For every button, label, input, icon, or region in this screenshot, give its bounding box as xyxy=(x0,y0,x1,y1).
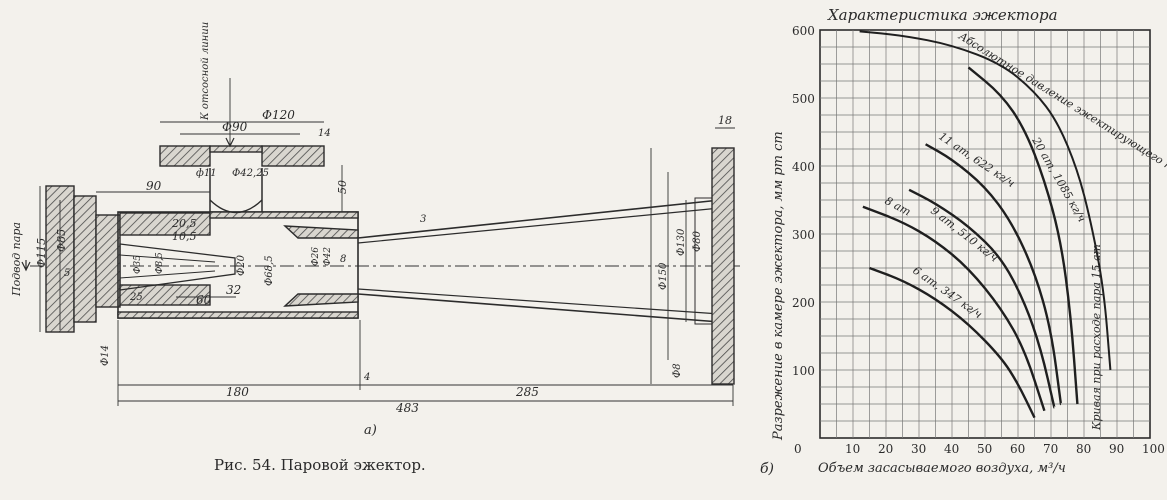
diffuser-inner xyxy=(357,207,721,315)
dim-d120: Ф120 xyxy=(262,108,295,122)
top-flange-left xyxy=(159,145,211,167)
y-tick-label: 600 xyxy=(792,24,815,38)
dim-l483: 483 xyxy=(395,401,419,415)
steam-flange-neck xyxy=(73,195,97,323)
x-tick-label: 50 xyxy=(977,442,992,456)
nozzle-body xyxy=(95,214,121,308)
x-tick-label: 30 xyxy=(911,442,926,456)
dim-d115: Ф115 xyxy=(35,238,48,268)
diffuser-outer xyxy=(357,199,721,323)
nozzle-wall-bottom xyxy=(119,284,211,306)
chart-annotations: Абсолютное давление эжектирующего пара 2… xyxy=(883,29,1167,431)
steam-nozzle xyxy=(119,243,236,291)
x-tick-label: 90 xyxy=(1109,442,1124,456)
series-line-1 xyxy=(862,205,1046,412)
series-line-4 xyxy=(967,66,1079,405)
dim-l8: 8 xyxy=(340,254,346,265)
dim-l25: 25 xyxy=(129,292,143,303)
dim-l5: 5 xyxy=(64,268,70,279)
outlet-flange xyxy=(711,147,735,385)
dimension-lines xyxy=(21,78,735,406)
dim-d85: Ф85 xyxy=(55,229,68,252)
dim-l4: 4 xyxy=(363,372,370,383)
suction-pipe-curve xyxy=(209,199,263,214)
y-tick-label: 200 xyxy=(792,296,815,310)
series-line-2 xyxy=(908,188,1056,408)
suction-pipe xyxy=(209,168,263,212)
dim-l105: 10,5 xyxy=(172,230,197,243)
outlet-neck xyxy=(694,197,713,325)
dim-d14: Ф14 xyxy=(100,345,111,366)
x-tick-label: 100 xyxy=(1142,442,1165,456)
y-tick-label: 400 xyxy=(792,160,815,174)
steam-nozzle-bore xyxy=(119,254,216,279)
dim-d20: Ф20 xyxy=(236,254,247,276)
chamber-wall-bottom xyxy=(117,311,359,319)
series-line-3 xyxy=(925,143,1063,405)
dim-d80: Ф80 xyxy=(692,230,703,252)
x-tick-label: 0 xyxy=(794,442,802,456)
dim-d42b: Ф42 xyxy=(323,247,333,266)
dim-d90: Ф90 xyxy=(222,120,248,134)
dim-d8: Ф8 xyxy=(672,363,683,378)
top-flange-right xyxy=(261,145,325,167)
x-tick-label: 40 xyxy=(944,442,959,456)
top-flange-bore xyxy=(209,145,263,153)
series-line-0 xyxy=(869,266,1036,419)
dim-d130: Ф130 xyxy=(676,228,687,256)
dim-l90: 90 xyxy=(146,179,162,193)
y-tick-label: 300 xyxy=(792,228,815,242)
dim-d150: Ф150 xyxy=(658,262,669,290)
ejector-chart: Характеристика эжектора Разрежение в кам… xyxy=(760,6,1167,477)
y-tick-label: 500 xyxy=(792,92,815,106)
x-tick-label: 60 xyxy=(1010,442,1025,456)
nozzle-wall-top xyxy=(119,212,211,236)
dim-l60: 60 xyxy=(196,293,212,307)
steam-inlet-label: Подвод пара xyxy=(10,222,23,297)
y-tick-label: 100 xyxy=(792,364,815,378)
diffuser-inlet-bottom xyxy=(283,293,359,307)
dim-l32: 32 xyxy=(226,283,241,297)
drawing-label: а) xyxy=(364,423,377,438)
annotation-15at: Кривая при расходе пара 15 ат xyxy=(1090,244,1103,431)
chart-ticks: 0 10 20 30 40 50 60 70 80 90 100 100 200 300 400 500 600 xyxy=(792,24,1165,456)
chart-series xyxy=(859,30,1112,419)
suction-line-label: К отсосной линии xyxy=(200,22,211,121)
dim-d35: Ф35 xyxy=(133,255,143,274)
dim-d26: Ф26 xyxy=(311,247,321,266)
chart-y-axis-label: Разрежение в камере эжектора, мм рт ст xyxy=(771,131,786,441)
dim-l18: 18 xyxy=(718,114,732,127)
dim-d85b: Ф8,5 xyxy=(155,252,165,274)
x-tick-label: 20 xyxy=(878,442,893,456)
chart-panel-label: б) xyxy=(760,461,774,477)
annotation-9at: 9 ат, 510 кг/ч xyxy=(928,204,1000,265)
dim-l50: 50 xyxy=(336,180,349,194)
dim-l14: 14 xyxy=(318,128,331,139)
annotation-6at: 6 ат, 347 кг/ч xyxy=(910,264,984,322)
ejector-drawing: Ф120 Ф90 ф11 Ф42,25 90 50 14 Ф85 Ф115 5 … xyxy=(10,22,740,474)
dim-l3: 3 xyxy=(420,214,426,225)
x-tick-label: 10 xyxy=(845,442,860,456)
dim-l205: 20,5 xyxy=(171,217,197,230)
x-tick-label: 80 xyxy=(1076,442,1091,456)
chart-x-axis-label: Объем засасываемого воздуха, м³/ч xyxy=(818,461,1066,476)
chamber-wall-top xyxy=(209,211,359,219)
x-tick-label: 70 xyxy=(1043,442,1058,456)
diffuser-inlet-top xyxy=(283,225,359,239)
dim-d11: ф11 xyxy=(196,168,217,179)
dim-d42: Ф42,25 xyxy=(232,168,269,179)
series-line-5 xyxy=(859,30,1112,371)
chart-title: Характеристика эжектора xyxy=(827,6,1058,24)
dim-l180: 180 xyxy=(226,385,249,399)
chart-grid xyxy=(819,29,1151,439)
dim-d685: Ф68,5 xyxy=(264,255,275,286)
figure-caption: Рис. 54. Паровой эжектор. xyxy=(214,456,426,474)
dim-l285: 285 xyxy=(515,385,539,399)
